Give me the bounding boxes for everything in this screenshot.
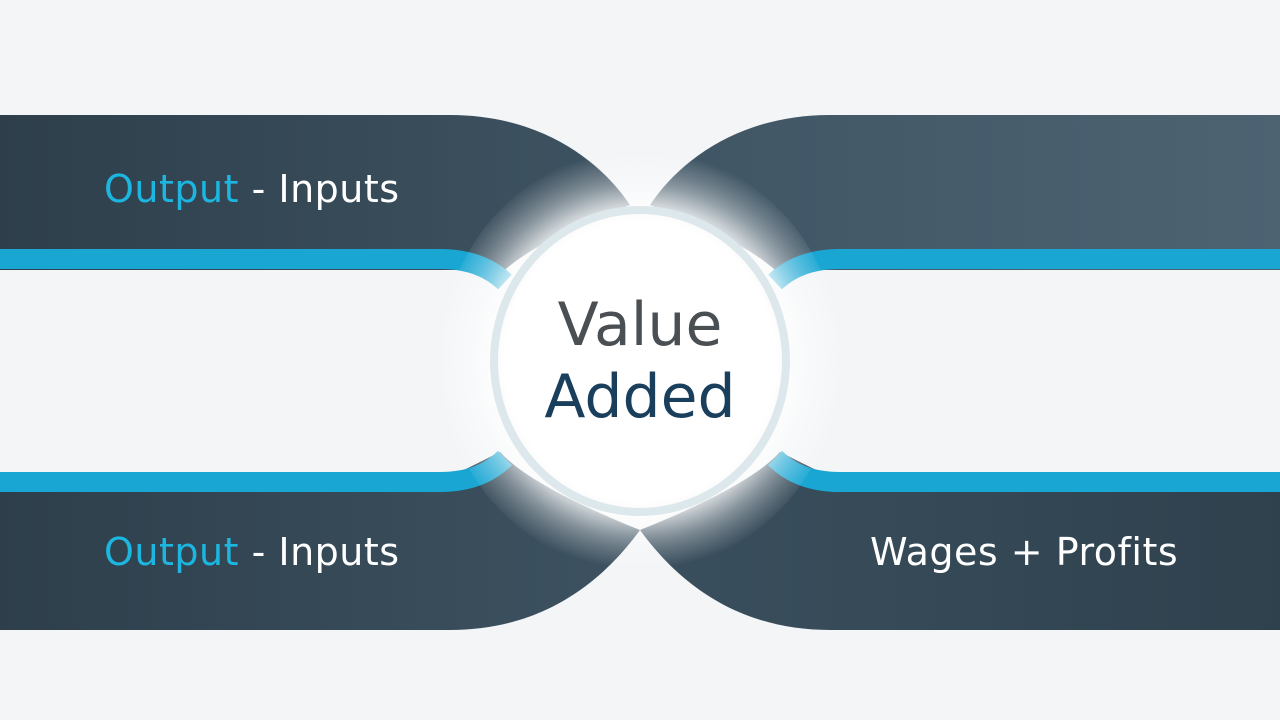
- center-title-line-1: Value: [557, 290, 723, 360]
- center-title-line-2: Added: [544, 362, 736, 432]
- band-top-right: [650, 115, 1280, 280]
- inputs-term: - Inputs: [239, 530, 400, 574]
- formula-bottom-right: Wages + Profits: [870, 530, 1179, 574]
- formula-top-left: Output - Inputs: [104, 166, 400, 212]
- band-bottom-left: [0, 452, 640, 630]
- formula-bottom-left: Output - Inputs: [104, 529, 400, 575]
- band-bottom-right: [640, 452, 1280, 630]
- band-top-left: [0, 115, 630, 280]
- output-term: Output: [104, 167, 239, 211]
- inputs-term: - Inputs: [239, 167, 400, 211]
- value-added-circle: Value Added: [490, 206, 790, 516]
- accent-line-bottom-left: [0, 450, 513, 492]
- accent-line-top-right: [768, 249, 1280, 290]
- accent-line-bottom-right: [767, 450, 1280, 492]
- accent-line-top-left: [0, 249, 512, 290]
- output-term: Output: [104, 530, 239, 574]
